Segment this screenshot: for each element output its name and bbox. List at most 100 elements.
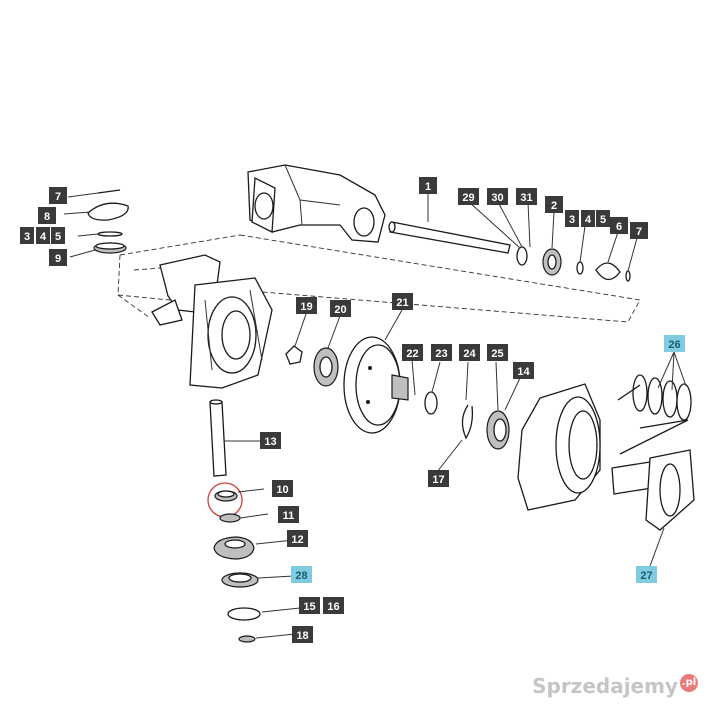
- label-13-text: 13: [264, 436, 276, 448]
- label-9-text: 9: [55, 253, 61, 265]
- seal-10: [214, 490, 238, 502]
- label-12: 12: [287, 530, 308, 547]
- label-3-right: 3: [565, 210, 579, 227]
- label-14-text: 14: [517, 366, 530, 378]
- label-30: 30: [487, 188, 508, 205]
- label-10-text: 10: [276, 484, 288, 496]
- label-9: 9: [49, 249, 67, 266]
- label-7-left: 7: [49, 187, 67, 204]
- oring-15-16: [227, 607, 261, 621]
- axle-housing: [247, 164, 386, 243]
- label-8: 8: [38, 207, 56, 224]
- label-24: 24: [459, 344, 480, 361]
- clip-7-left: [97, 189, 121, 194]
- ring-11: [219, 513, 241, 523]
- label-5-left: 5: [51, 227, 65, 244]
- watermark: Sprzedajemy.pl: [532, 674, 698, 698]
- ring-22-23: [424, 391, 438, 415]
- label-5-right: 5: [596, 210, 610, 227]
- label-20-text: 20: [334, 304, 346, 316]
- label-17-text: 17: [432, 474, 444, 486]
- leader-lines: [63, 192, 687, 639]
- label-18-text: 18: [296, 630, 308, 642]
- label-14: 14: [513, 362, 534, 379]
- label-22-text: 22: [406, 348, 418, 360]
- oring-set-26: [632, 374, 692, 421]
- ring-gear-21: [343, 336, 409, 434]
- label-20: 20: [330, 300, 351, 317]
- label-7-right-text: 7: [636, 226, 642, 238]
- watermark-suffix: .pl: [680, 674, 698, 692]
- label-19-text: 19: [300, 301, 312, 313]
- label-21-text: 21: [396, 297, 408, 309]
- cap-8: [87, 202, 129, 221]
- label-29: 29: [458, 188, 479, 205]
- label-25: 25: [487, 344, 508, 361]
- assembly-dashed-outline-left: [117, 267, 171, 301]
- label-29-text: 29: [462, 192, 474, 204]
- label-4-left-text: 4: [40, 231, 47, 243]
- bearing-12: [213, 536, 255, 560]
- clip-7-right: [625, 270, 631, 282]
- label-26: 26: [664, 335, 685, 352]
- label-5-left-text: 5: [55, 231, 61, 243]
- ring-30: [516, 246, 528, 266]
- label-4-right: 4: [581, 210, 595, 227]
- label-25-text: 25: [491, 348, 503, 360]
- label-1: 1: [419, 177, 437, 194]
- washer-18: [238, 635, 256, 643]
- ring-3-4-5: [576, 261, 584, 275]
- label-27-text: 27: [640, 570, 652, 582]
- axle-shaft: [388, 221, 511, 254]
- nut-19: [285, 345, 303, 365]
- kingpin-13: [209, 399, 227, 477]
- label-3-left: 3: [20, 227, 34, 244]
- watermark-text: Sprzedajemy: [532, 674, 678, 698]
- label-5-right-text: 5: [600, 214, 606, 226]
- label-16: 16: [323, 597, 344, 614]
- label-26-text: 26: [668, 339, 680, 351]
- label-4-left: 4: [36, 227, 50, 244]
- label-23-text: 23: [435, 348, 447, 360]
- label-6-text: 6: [616, 221, 622, 233]
- label-28-text: 28: [295, 570, 307, 582]
- label-2-text: 2: [551, 200, 557, 212]
- bearing-9: [93, 242, 127, 254]
- label-11-text: 11: [283, 510, 295, 522]
- label-13: 13: [260, 432, 281, 449]
- snap-ring-17: [461, 404, 474, 440]
- bearing-20: [313, 347, 339, 387]
- bearing-14: [486, 410, 510, 450]
- label-22: 22: [402, 344, 423, 361]
- cap-6: [595, 262, 621, 281]
- seal-28: [221, 572, 259, 588]
- label-8-text: 8: [44, 211, 50, 223]
- label-27: 27: [636, 566, 657, 583]
- label-3-right-text: 3: [569, 214, 575, 226]
- label-15: 15: [299, 597, 320, 614]
- label-30-text: 30: [491, 192, 503, 204]
- label-15-text: 15: [303, 601, 315, 613]
- bearing-2: [542, 248, 562, 276]
- label-10: 10: [272, 480, 293, 497]
- label-23: 23: [431, 344, 452, 361]
- flange-shaft-27: [611, 449, 695, 531]
- label-4-right-text: 4: [585, 214, 592, 226]
- label-19: 19: [296, 297, 317, 314]
- label-17: 17: [428, 470, 449, 487]
- label-24-text: 24: [463, 348, 476, 360]
- hub-housing: [517, 383, 601, 511]
- label-28: 28: [291, 566, 312, 583]
- label-3-left-text: 3: [24, 231, 30, 243]
- label-2: 2: [545, 196, 563, 213]
- label-7-left-text: 7: [55, 191, 61, 203]
- label-31: 31: [516, 188, 537, 205]
- label-31-text: 31: [520, 192, 532, 204]
- label-7-right: 7: [630, 222, 648, 239]
- ring-3-4-5-left: [97, 231, 123, 237]
- label-1-text: 1: [425, 181, 431, 193]
- label-11: 11: [278, 506, 299, 523]
- label-21: 21: [392, 293, 413, 310]
- label-6: 6: [610, 217, 628, 234]
